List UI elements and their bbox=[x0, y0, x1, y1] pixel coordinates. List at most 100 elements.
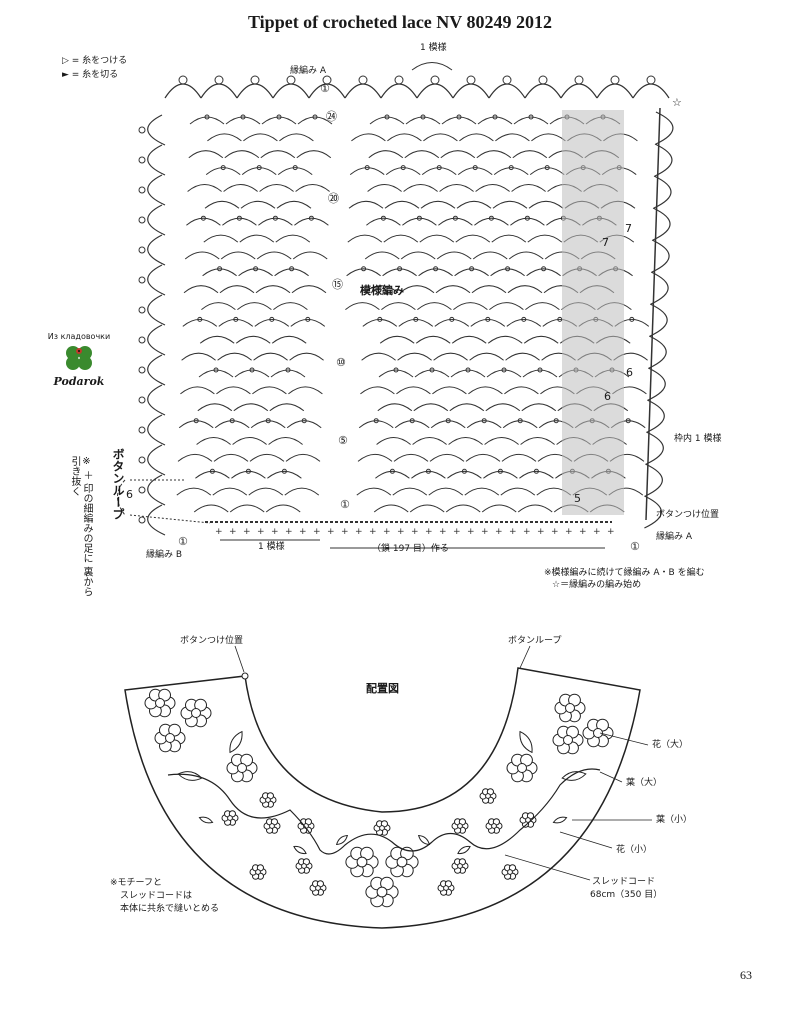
repeat-5: 5 bbox=[574, 492, 581, 505]
stitch-arc bbox=[470, 318, 506, 327]
stitch-node bbox=[245, 468, 251, 474]
stitch-node bbox=[629, 316, 635, 322]
row-marker-24: ㉔ bbox=[326, 110, 337, 123]
row-marker-10: ⑩ bbox=[336, 356, 346, 369]
edging-b-stitch: + bbox=[453, 527, 461, 537]
right-scallop bbox=[645, 463, 663, 497]
stitch-node bbox=[253, 266, 259, 272]
right-scallop bbox=[647, 399, 665, 433]
stitch-arc bbox=[523, 335, 559, 344]
stitch-arc bbox=[468, 386, 503, 395]
stitch-arc bbox=[237, 302, 272, 310]
stitch-arc bbox=[528, 200, 564, 209]
right-scallop bbox=[652, 207, 671, 241]
stitch-arc bbox=[403, 184, 438, 192]
stitch-arc bbox=[270, 369, 306, 378]
stitch-arc bbox=[239, 234, 275, 243]
stitch-arc bbox=[218, 318, 254, 327]
stitch-arc bbox=[241, 167, 277, 175]
stitch-arc bbox=[294, 217, 329, 226]
edging-b-stitch: + bbox=[439, 527, 447, 537]
stitch-arc bbox=[276, 200, 312, 209]
stitch-arc bbox=[504, 386, 539, 395]
edging-b-stitch: + bbox=[285, 527, 293, 537]
stitch-arc bbox=[445, 504, 481, 513]
stitch-node bbox=[233, 316, 239, 322]
stitch-arc bbox=[368, 150, 404, 159]
stitch-arc bbox=[465, 453, 501, 462]
row-marker-15: ⑮ bbox=[332, 278, 343, 291]
stitch-arc bbox=[260, 150, 296, 159]
stitch-arc bbox=[511, 184, 546, 192]
stitch-arc bbox=[223, 184, 258, 192]
stitch-arc bbox=[268, 437, 303, 445]
stitch-arc bbox=[178, 420, 214, 429]
picot bbox=[250, 75, 260, 85]
stitch-arc bbox=[393, 453, 429, 462]
stitch-arc bbox=[447, 470, 482, 479]
stitch-arc bbox=[377, 403, 413, 412]
stitch-arc bbox=[234, 369, 270, 378]
stitch-arc bbox=[347, 234, 383, 243]
flower-large-leader bbox=[599, 732, 649, 746]
left-scallop bbox=[147, 444, 166, 476]
stitch-node bbox=[416, 215, 422, 221]
stitch-node bbox=[465, 367, 471, 373]
stitch-node bbox=[240, 114, 246, 120]
stitch-arc bbox=[213, 453, 249, 462]
leaf-large-leader bbox=[599, 771, 623, 783]
stitch-node bbox=[537, 367, 543, 373]
stitch-arc bbox=[255, 285, 291, 294]
stitch-arc bbox=[413, 403, 449, 412]
stitch-arc bbox=[188, 150, 224, 159]
stitch-node bbox=[213, 367, 219, 373]
stitch-arc bbox=[277, 167, 313, 175]
stitch-arc bbox=[508, 251, 544, 260]
stitch-node bbox=[456, 114, 462, 120]
stitch-node bbox=[256, 165, 262, 171]
stitch-node bbox=[236, 215, 242, 221]
stitch-arc bbox=[363, 285, 399, 294]
stitch-node bbox=[285, 367, 291, 373]
flower-small-motif bbox=[259, 792, 277, 808]
stitch-arc bbox=[398, 318, 434, 327]
edging-b-stitch: + bbox=[495, 527, 503, 537]
stitch-arc bbox=[402, 217, 437, 226]
edging-b-stitch: + bbox=[341, 527, 349, 537]
stitch-arc bbox=[459, 133, 494, 142]
stitch-node bbox=[220, 165, 226, 171]
watermark: Из кладовочки Podarok bbox=[44, 332, 114, 388]
layout-note-3: 本体に共糸で縫いとめる bbox=[120, 904, 220, 914]
stitch-arc bbox=[256, 251, 292, 260]
stitch-arc bbox=[195, 470, 230, 479]
stitch-node bbox=[481, 418, 487, 424]
note-right-2: ☆＝縁編みの編み始め bbox=[552, 580, 642, 590]
stitch-arc bbox=[376, 437, 411, 445]
stitch-arc bbox=[506, 318, 542, 327]
stitch-arc bbox=[520, 437, 555, 445]
stitch-arc bbox=[477, 116, 513, 125]
thread-cord-leader bbox=[504, 854, 591, 881]
picot bbox=[178, 75, 188, 85]
stitch-arc bbox=[261, 116, 297, 125]
stitch-arc bbox=[417, 302, 452, 310]
left-picot bbox=[138, 186, 146, 194]
stitch-arc bbox=[233, 403, 269, 412]
layout-note-2: スレッドコードは bbox=[120, 891, 193, 901]
left-scallop bbox=[147, 504, 166, 536]
stitch-arc bbox=[466, 420, 502, 429]
edging-b-stitch: + bbox=[551, 527, 559, 537]
leaf-large-motif bbox=[177, 771, 203, 781]
stitch-arc bbox=[436, 251, 472, 260]
stitch-node bbox=[312, 114, 318, 120]
stitch-arc bbox=[471, 285, 507, 294]
stitch-arc bbox=[415, 335, 451, 344]
page-title: Tippet of crocheted lace NV 80249 2012 bbox=[248, 12, 552, 32]
layout-title: 配置図 bbox=[366, 682, 399, 695]
button-position-label-top: ボタンつけ位置 bbox=[656, 510, 720, 520]
stitch-arc bbox=[400, 251, 436, 260]
stitch-arc bbox=[439, 184, 474, 192]
stitch-arc bbox=[274, 268, 309, 277]
flower-small-motif bbox=[373, 820, 391, 836]
stitch-arc bbox=[259, 184, 294, 192]
